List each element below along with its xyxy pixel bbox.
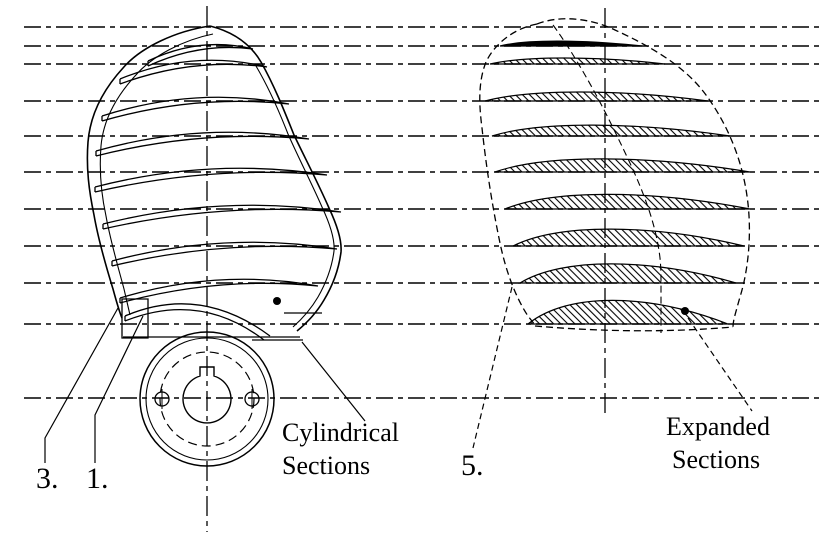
hub-outer-circle [139, 331, 275, 467]
leader-ref-1 [94, 315, 144, 463]
label-expanded-line1: Expanded [666, 412, 770, 441]
reference-dot-right [681, 307, 689, 315]
blade-generator-line [552, 24, 662, 333]
label-cylindrical-line2: Sections [282, 451, 371, 480]
root-rectangle [121, 298, 149, 339]
root-band-lines [123, 312, 322, 341]
label-ref-3: 3. [36, 462, 59, 495]
centerlines [206, 6, 606, 532]
shaft-bore-with-keyway [182, 366, 232, 424]
leader-cylindrical-sections [301, 341, 366, 422]
label-cylindrical-line1: Cylindrical [282, 418, 399, 447]
root-section-curve [124, 303, 271, 341]
leader-ref-3 [44, 307, 119, 463]
hub [139, 331, 275, 467]
label-cylindrical-sections: Cylindrical Sections [282, 416, 399, 482]
leader-ref-5 [472, 286, 513, 449]
label-ref-5: 5. [461, 449, 484, 482]
hub-bolt-circle-dashed [159, 351, 255, 447]
leader-lines [44, 286, 753, 463]
label-expanded-line2: Sections [672, 445, 761, 474]
trailing-edge-inner-line [255, 65, 335, 328]
expanded-sections-airfoils [484, 40, 751, 325]
label-ref-1: 1. [86, 462, 109, 495]
right-blade-outline [479, 18, 751, 333]
label-expanded-sections: Expanded Sections [666, 410, 770, 476]
leader-expanded-sections [687, 317, 753, 412]
station-grid-lines [24, 26, 820, 399]
bolt-hole-crosshairs [161, 389, 253, 409]
hub-rim-circle [145, 337, 269, 461]
cylindrical-sections-curves [94, 43, 342, 341]
reference-dot-left [273, 297, 281, 305]
